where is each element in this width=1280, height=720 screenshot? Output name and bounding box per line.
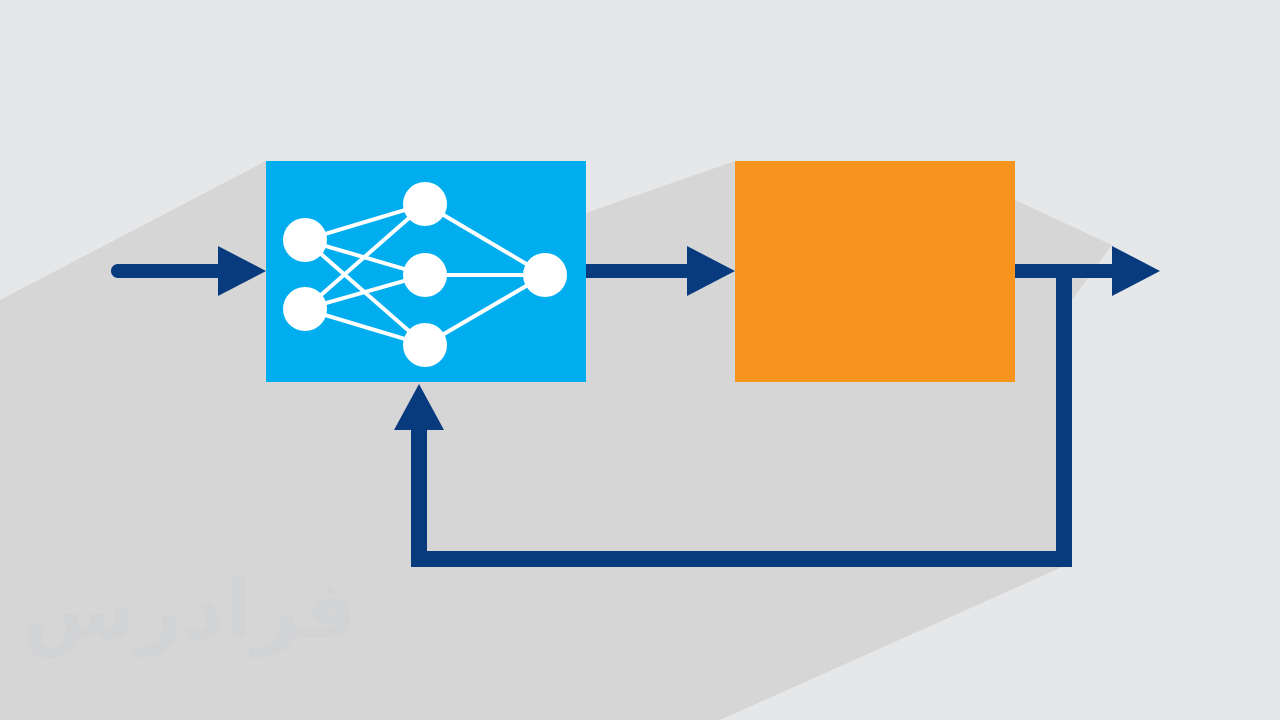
- output-node: [523, 253, 567, 297]
- control-arrow: [586, 246, 735, 296]
- input-node: [283, 218, 327, 262]
- hidden-node: [403, 182, 447, 226]
- hidden-node: [403, 253, 447, 297]
- watermark-logo: فرادرس: [22, 563, 358, 658]
- hidden-node: [403, 323, 447, 367]
- input-node: [283, 287, 327, 331]
- feedback-arrow: [394, 271, 1072, 567]
- neural-network-icon: [283, 182, 567, 367]
- plant-block: [735, 161, 1015, 382]
- input-arrow: [111, 246, 266, 296]
